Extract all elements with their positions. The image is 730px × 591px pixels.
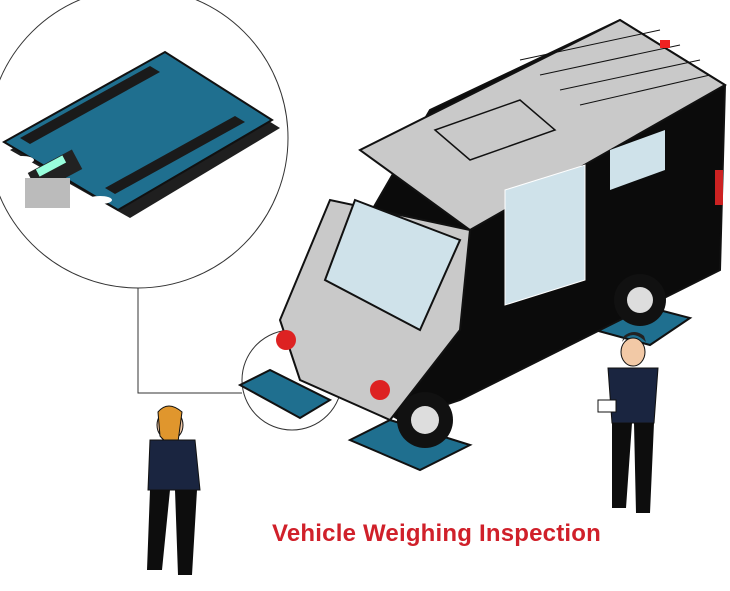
scale-pad-inset [0, 0, 289, 289]
van [276, 18, 727, 448]
callout-leader-line [137, 288, 242, 394]
inspector-male [597, 332, 659, 513]
inspector-female [147, 405, 201, 575]
caption-title: Vehicle Weighing Inspection [272, 520, 602, 547]
